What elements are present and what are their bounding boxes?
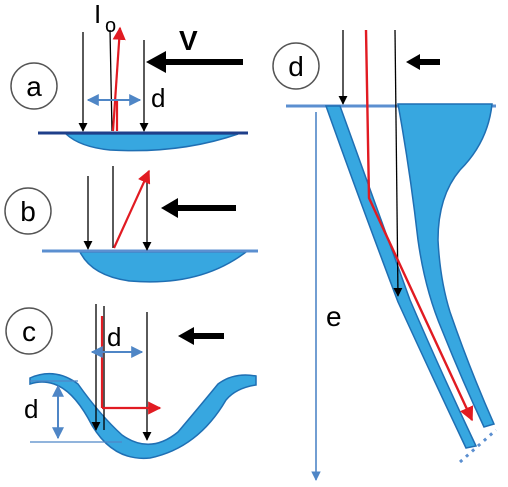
panel-a-velocity-arrowhead: [146, 51, 166, 73]
panel-a-fluid: [64, 133, 239, 152]
panel-d-velocity-arrowhead: [406, 54, 420, 70]
panel-a: a d I o V: [10, 0, 248, 152]
panel-d: d e: [272, 29, 497, 481]
panel-c-width-label: d: [107, 322, 121, 352]
panel-d-label: d: [288, 51, 304, 82]
panel-d-badge: [272, 42, 320, 90]
panel-a-badge: [10, 62, 58, 110]
panel-c: c d d: [5, 304, 257, 460]
panel-d-dotted-edge: [459, 428, 497, 464]
panel-c-label: c: [22, 316, 36, 347]
panel-a-incident-ray-center: [109, 29, 113, 132]
panel-a-width-label: d: [151, 83, 165, 113]
panel-b-badge: [4, 187, 52, 235]
panel-b-velocity-arrowhead: [161, 198, 178, 218]
panel-d-incident-ray-right: [393, 29, 403, 297]
panel-a-beam-subscript: o: [105, 15, 116, 37]
panel-a-velocity-label: V: [179, 25, 198, 56]
panel-b: b: [4, 166, 258, 283]
panel-d-length-label: e: [326, 301, 342, 332]
panel-d-left-wall: [324, 105, 478, 449]
panel-d-right-wall: [397, 103, 496, 428]
panel-b-label: b: [20, 196, 36, 227]
panel-b-fluid: [78, 251, 249, 283]
panel-c-depth-label: d: [24, 394, 38, 424]
panel-c-velocity-arrowhead: [178, 327, 194, 345]
panel-b-reflected-ray: [112, 169, 151, 249]
panel-a-beam-label: I: [94, 0, 101, 29]
panel-c-fluid: [29, 372, 257, 460]
panel-c-badge: [5, 307, 53, 355]
panel-d-reflected-ray: [364, 29, 474, 422]
panel-a-reflected-ray: [111, 26, 126, 132]
panel-a-label: a: [26, 71, 42, 102]
